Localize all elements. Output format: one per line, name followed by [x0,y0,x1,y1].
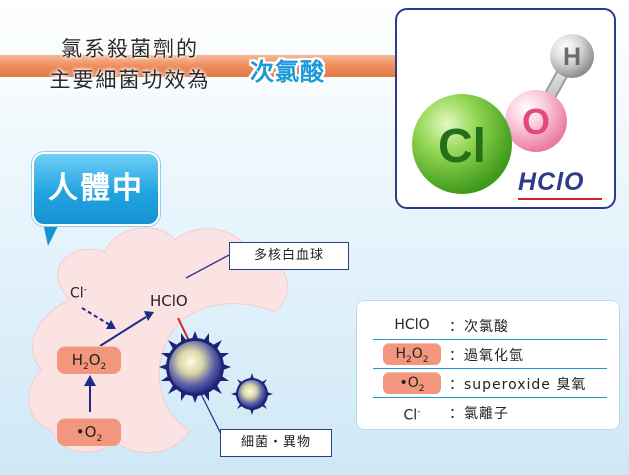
legend-o2-dot: •O [399,375,419,391]
header-arrow [0,55,500,77]
header-line-1: 氯系殺菌劑的 [61,37,199,61]
node-o2-sub: 2 [96,434,103,444]
oxygen-atom [505,90,567,152]
hydrogen-atom [550,34,594,78]
arrow-h2o2-to-hclo-head [144,311,154,321]
legend-desc-hclo: ：次氯酸 [449,319,509,335]
legend-key-h2o2: H2O2 [383,343,441,365]
leukocyte-cell [28,227,288,454]
legend-key-superoxide: •O2 [383,372,441,394]
node-h2o2: H2O2 [57,346,121,374]
node-h2o2-sub-a: 2 [83,362,89,372]
legend-cl: Cl [403,407,418,424]
legend-row-superoxide: •O2 ：superoxide 臭氧 [357,371,619,395]
legend-h2o2-h: H [395,346,407,362]
cell-label: 多核白血球 [229,242,349,270]
legend-key-chloride: Cl- [383,401,441,424]
legend-desc-superoxide: ：superoxide 臭氧 [449,377,587,393]
molecule-illustration: H O Cl [412,34,594,194]
legend-o2-sub: 2 [418,383,425,394]
node-h2o2-sub-b: 2 [100,362,107,372]
microbe-large [159,331,231,403]
hydrogen-symbol: H [563,43,581,71]
oxygen-symbol: O [522,101,550,142]
legend-desc-chloride: ：氯離子 [449,406,509,422]
legend-divider [373,339,607,340]
microbe-small [231,373,273,415]
node-cl-minus: Cl- [70,285,87,302]
legend-h2o2-sub-a: 2 [406,354,412,365]
legend-row-h2o2: H2O2 ：過氧化氫 [357,342,619,366]
arrow-o2-to-h2o2-head [84,375,96,386]
legend-panel: HClO ：次氯酸 H2O2 ：過氧化氫 •O2 ：superoxide 臭氧 … [356,300,620,430]
node-h2o2-h: H [71,351,83,369]
legend-key-hclo: HClO [394,317,430,333]
legend-desc-h2o2: ：過氧化氫 [449,348,524,364]
legend-h2o2-o: O [411,346,423,362]
arrow-cl-to-hclo [81,307,111,326]
legend-row-chloride: Cl- ：氯離子 [357,400,619,424]
node-cl-minus-sup: - [83,285,87,295]
callout-in-body: 人體中 [32,152,160,226]
legend-h2o2-sub-b: 2 [422,354,429,365]
microbe-label: 細菌・異物 [220,429,332,457]
legend-divider [373,397,607,398]
node-o2-dot: •O [75,423,97,441]
legend-divider [373,368,607,369]
cell-leader-line [185,254,230,279]
node-superoxide: •O2 [57,418,121,446]
node-h2o2-o: O [88,351,101,369]
arrow-h2o2-to-hclo [99,316,147,347]
molecule-formula: HClO [518,168,585,196]
header-line-2: 主要細菌功效為 [49,68,211,92]
node-hclo: HClO [150,292,188,310]
arrow-cl-to-hclo-head [106,320,116,329]
header-title: 氯系殺菌劑的 主要細菌功效為 [20,34,240,96]
formula-underline [518,198,602,200]
legend-row-hclo: HClO ：次氯酸 [357,313,619,337]
hclo-highlight: 次氯酸 [250,58,325,86]
legend-cl-sup: - [417,407,421,417]
chlorine-atom [412,94,512,194]
node-cl-minus-base: Cl [70,285,84,302]
chlorine-symbol: Cl [438,120,486,173]
